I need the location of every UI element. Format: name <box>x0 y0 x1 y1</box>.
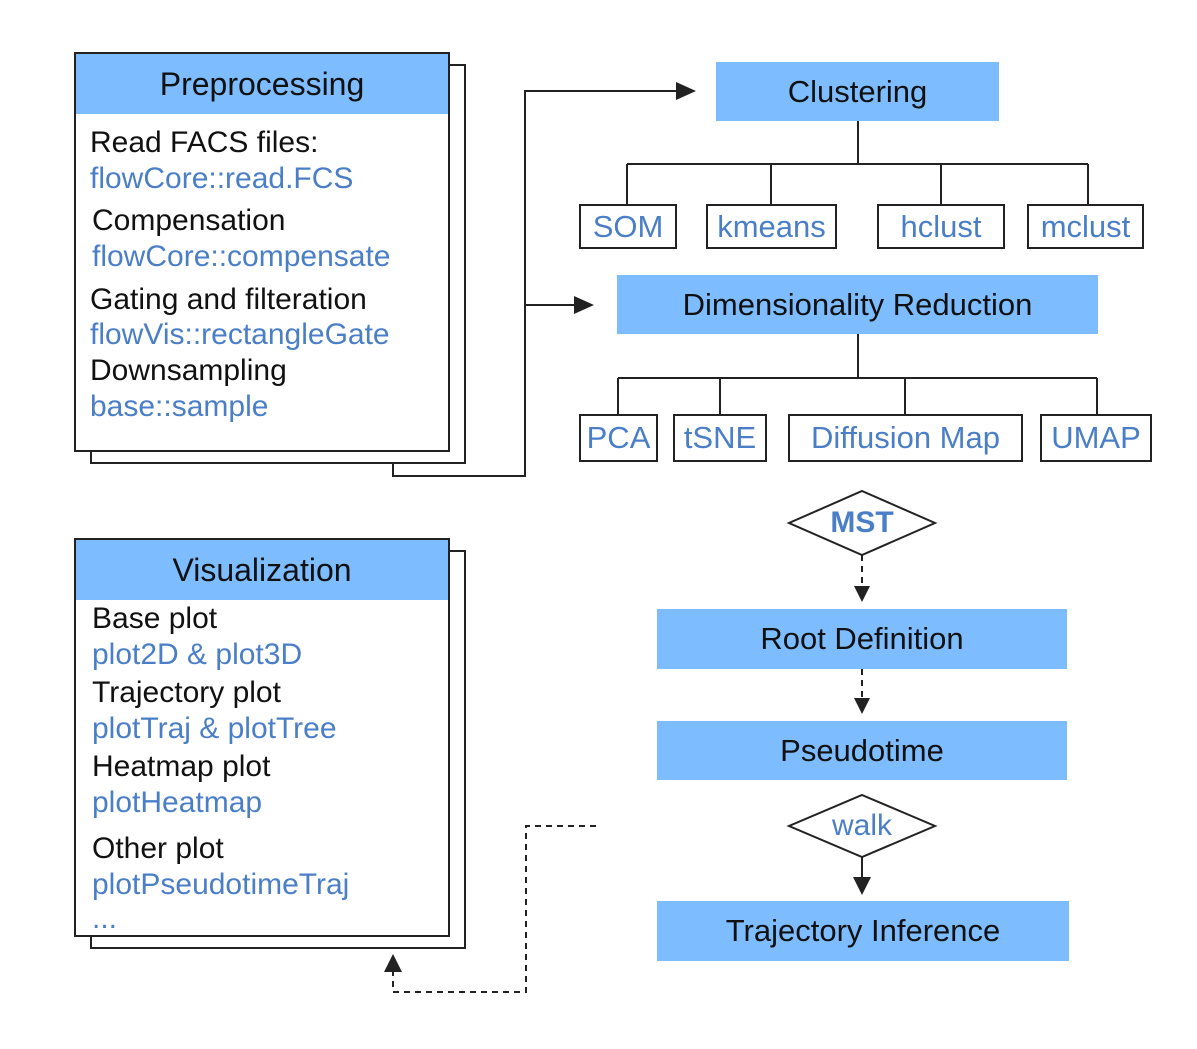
dimensionality-reduction-tree-lines <box>617 334 1098 414</box>
visualization-card: Visualization Base plot plot2D & plot3D … <box>74 538 450 937</box>
trajectory-inference-box: Trajectory Inference <box>657 901 1069 961</box>
arrow-to-pseudotime <box>854 698 870 714</box>
heatmap-plot-code: plotHeatmap <box>92 786 263 819</box>
heatmap-plot-label: Heatmap plot <box>92 750 271 783</box>
preprocessing-card: Preprocessing Read FACS files: flowCore:… <box>74 52 450 452</box>
clustering-method-mclust: mclust <box>1027 204 1144 249</box>
downsampling-code: base::sample <box>90 390 269 423</box>
downsampling-label: Downsampling <box>90 354 287 387</box>
gating-code: flowVis::rectangleGate <box>90 318 390 351</box>
clustering-method-kmeans: kmeans <box>706 204 837 249</box>
base-plot-code: plot2D & plot3D <box>92 638 303 671</box>
dr-method-tsne: tSNE <box>673 414 767 462</box>
other-plot-label: Other plot <box>92 832 224 865</box>
other-plot-code: plotPseudotimeTraj <box>92 868 350 901</box>
preprocessing-output-connector <box>392 90 678 477</box>
compensation-label: Compensation <box>92 204 286 237</box>
arrow-to-dimensionality-reduction <box>574 296 594 314</box>
preprocessing-panel: Preprocessing Read FACS files: flowCore:… <box>74 52 466 464</box>
clustering-method-hclust: hclust <box>877 204 1005 249</box>
clustering-tree-lines <box>626 121 1089 204</box>
arrow-to-trajectory-inference <box>853 877 871 895</box>
pseudotime-box: Pseudotime <box>657 721 1067 780</box>
more-ellipsis: ... <box>92 902 118 935</box>
gating-label: Gating and filteration <box>90 283 367 316</box>
dimensionality-reduction-box: Dimensionality Reduction <box>617 275 1098 334</box>
trajectory-plot-label: Trajectory plot <box>92 676 281 709</box>
arrow-to-clustering <box>676 82 696 100</box>
base-plot-label: Base plot <box>92 602 218 635</box>
root-definition-box: Root Definition <box>657 609 1067 669</box>
mst-label: MST <box>830 506 894 539</box>
read-facs-code: flowCore::read.FCS <box>90 162 354 195</box>
arrow-to-visualization <box>384 954 402 972</box>
dr-method-umap: UMAP <box>1040 414 1152 462</box>
walk-label: walk <box>831 809 892 842</box>
visualization-title: Visualization <box>76 540 448 600</box>
trajectory-plot-code: plotTraj & plotTree <box>92 712 337 745</box>
visualization-panel: Visualization Base plot plot2D & plot3D … <box>74 538 466 949</box>
arrow-to-root-definition <box>854 586 870 602</box>
clustering-method-som: SOM <box>579 204 677 249</box>
dr-method-diffusion-map: Diffusion Map <box>788 414 1023 462</box>
dr-method-pca: PCA <box>579 414 658 462</box>
preprocessing-title: Preprocessing <box>76 54 448 114</box>
read-facs-label: Read FACS files: <box>90 126 319 159</box>
feedback-to-visualization-connector <box>392 825 596 993</box>
compensation-code: flowCore::compensate <box>92 240 391 273</box>
clustering-box: Clustering <box>716 62 999 121</box>
